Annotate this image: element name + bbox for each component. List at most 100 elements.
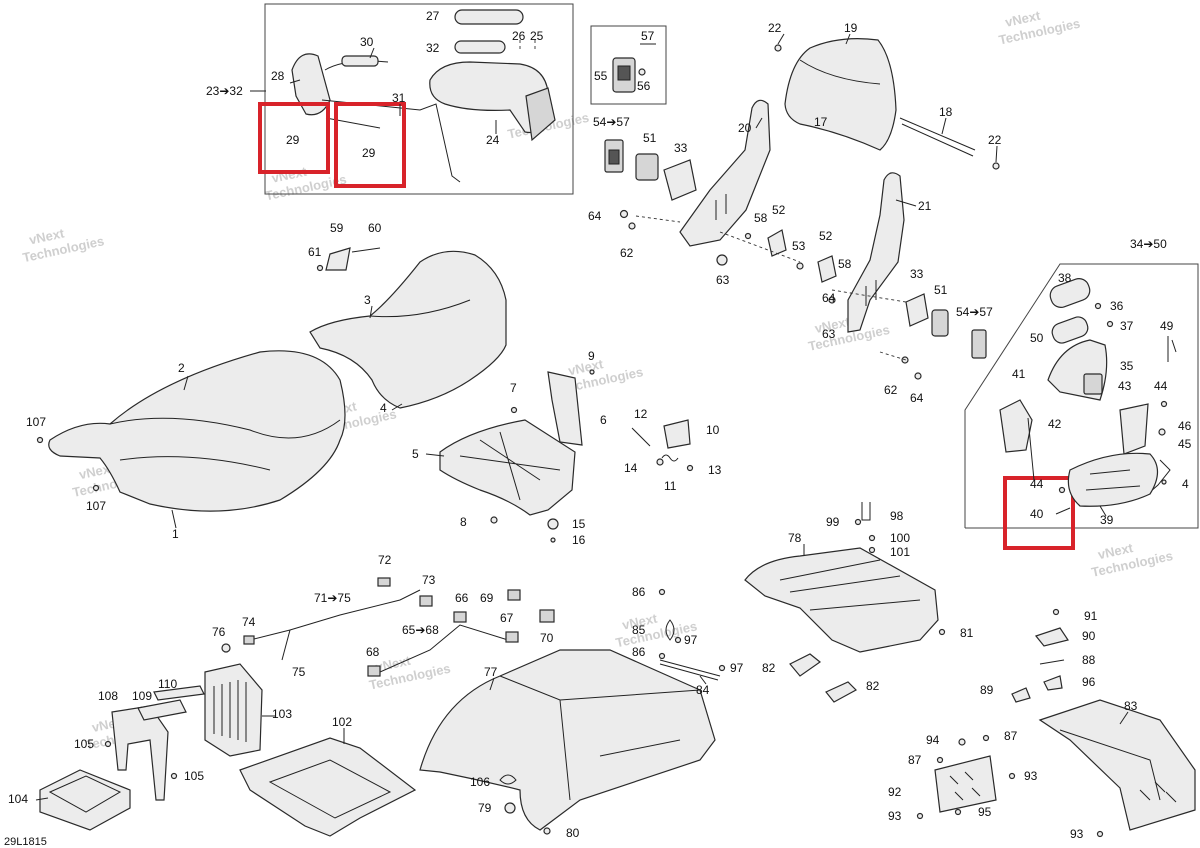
part-93-screw[interactable] [916, 812, 924, 820]
part-8-nut[interactable] [490, 516, 498, 524]
callout-56[interactable]: 56 [637, 79, 651, 93]
callout-29[interactable]: 29 [362, 146, 376, 160]
callout-92[interactable]: 92 [888, 785, 902, 799]
callout-46[interactable]: 46 [1178, 419, 1192, 433]
callout-33[interactable]: 33 [674, 141, 688, 155]
callout-1[interactable]: 1 [172, 527, 179, 541]
callout-2[interactable]: 2 [178, 361, 185, 375]
part-80-screw[interactable] [543, 827, 551, 835]
part-40-screw[interactable] [1055, 507, 1071, 515]
callout-3[interactable]: 3 [364, 293, 371, 307]
part-104-tray[interactable] [39, 769, 131, 831]
part-97-screw[interactable] [718, 664, 726, 672]
part-16-clip[interactable] [550, 537, 556, 543]
part-96-clip[interactable] [1043, 675, 1063, 691]
callout-45[interactable]: 45 [1178, 437, 1192, 451]
callout-43[interactable]: 43 [1118, 379, 1132, 393]
callout-57[interactable]: 57 [641, 29, 655, 43]
part-62-bolt[interactable] [628, 222, 636, 230]
part-35-handle[interactable] [1047, 339, 1108, 401]
callout-52[interactable]: 52 [819, 229, 833, 243]
part-15-grommet[interactable] [547, 518, 559, 530]
callout-28[interactable]: 28 [271, 69, 285, 83]
part-76-clip[interactable] [221, 643, 231, 653]
callout-39[interactable]: 39 [1100, 513, 1114, 527]
part-105-screw[interactable] [170, 772, 178, 780]
callout-107[interactable]: 107 [86, 499, 106, 513]
part-92-plate[interactable] [934, 755, 997, 813]
callout-4[interactable]: 4 [380, 401, 387, 415]
callout-54-57[interactable]: 54➔57 [593, 115, 630, 129]
part-27-grip[interactable] [454, 9, 524, 25]
callout-25[interactable]: 25 [530, 29, 544, 43]
callout-84[interactable]: 84 [696, 683, 710, 697]
callout-44[interactable]: 44 [1154, 379, 1168, 393]
callout-100[interactable]: 100 [890, 531, 910, 545]
callout-60[interactable]: 60 [368, 221, 382, 235]
callout-63[interactable]: 63 [716, 273, 730, 287]
part-89-clip[interactable] [1011, 687, 1031, 703]
callout-5[interactable]: 5 [412, 447, 419, 461]
callout-27[interactable]: 27 [426, 9, 440, 23]
callout-97[interactable]: 97 [730, 661, 744, 675]
callout-16[interactable]: 16 [572, 533, 586, 547]
callout-58[interactable]: 58 [754, 211, 768, 225]
part-55-latch[interactable] [612, 57, 636, 93]
callout-22[interactable]: 22 [988, 133, 1002, 147]
part-93-screw[interactable] [1008, 772, 1016, 780]
part-21-backrest-arm[interactable] [847, 172, 905, 333]
part-44-screw[interactable] [1058, 486, 1066, 494]
callout-104[interactable]: 104 [8, 792, 28, 806]
callout-109[interactable]: 109 [132, 689, 152, 703]
part-90-plate[interactable] [1034, 627, 1069, 647]
part-31-rod[interactable] [321, 99, 461, 183]
callout-21[interactable]: 21 [918, 199, 932, 213]
part-99-nut[interactable] [854, 518, 862, 526]
callout-10[interactable]: 10 [706, 423, 720, 437]
part-97-screw[interactable] [674, 636, 682, 644]
part-79-grommet[interactable] [504, 802, 516, 814]
callout-19[interactable]: 19 [844, 21, 858, 35]
callout-61[interactable]: 61 [308, 245, 322, 259]
callout-96[interactable]: 96 [1082, 675, 1096, 689]
part-56-screw[interactable] [638, 68, 646, 76]
callout-93[interactable]: 93 [1024, 769, 1038, 783]
callout-82[interactable]: 82 [762, 661, 776, 675]
part-63-nut[interactable] [828, 296, 836, 304]
callout-58[interactable]: 58 [838, 257, 852, 271]
callout-22[interactable]: 22 [768, 21, 782, 35]
callout-95[interactable]: 95 [978, 805, 992, 819]
part-54-57-latch-assy[interactable] [971, 329, 987, 359]
part-77-storage-bin[interactable] [419, 649, 716, 831]
part-95-screw[interactable] [954, 808, 962, 816]
callout-18[interactable]: 18 [939, 105, 953, 119]
callout-49[interactable]: 49 [1160, 319, 1174, 333]
callout-93[interactable]: 93 [1070, 827, 1084, 841]
part-46-connector[interactable] [1158, 428, 1166, 436]
callout-110[interactable]: 110 [158, 677, 177, 691]
part-5-seat-base[interactable] [439, 419, 576, 516]
part-105-screw[interactable] [104, 740, 112, 748]
part-36-screw[interactable] [1094, 302, 1102, 310]
callout-23-32[interactable]: 23➔32 [206, 84, 243, 98]
part-51-latch[interactable] [635, 153, 659, 181]
callout-31[interactable]: 31 [392, 91, 406, 105]
callout-65-68[interactable]: 65➔68 [402, 623, 439, 637]
callout-51[interactable]: 51 [643, 131, 657, 145]
callout-75[interactable]: 75 [292, 665, 306, 679]
callout-15[interactable]: 15 [572, 517, 586, 531]
part-41-bracket[interactable] [999, 399, 1033, 453]
callout-40[interactable]: 40 [1030, 507, 1044, 521]
part-52-plate[interactable] [767, 229, 787, 257]
part-19-backrest[interactable] [784, 38, 897, 151]
part-4-screw[interactable] [1161, 479, 1167, 485]
callout-94[interactable]: 94 [926, 733, 940, 747]
callout-80[interactable]: 80 [566, 826, 580, 840]
part-69-connector[interactable] [507, 589, 521, 601]
part-87-nut[interactable] [936, 756, 944, 764]
part-12-bolt[interactable] [631, 427, 651, 447]
part-45-cable[interactable] [1149, 459, 1171, 493]
part-100-washer[interactable] [868, 534, 876, 542]
callout-4[interactable]: 4 [1182, 477, 1189, 491]
callout-32[interactable]: 32 [426, 41, 440, 55]
